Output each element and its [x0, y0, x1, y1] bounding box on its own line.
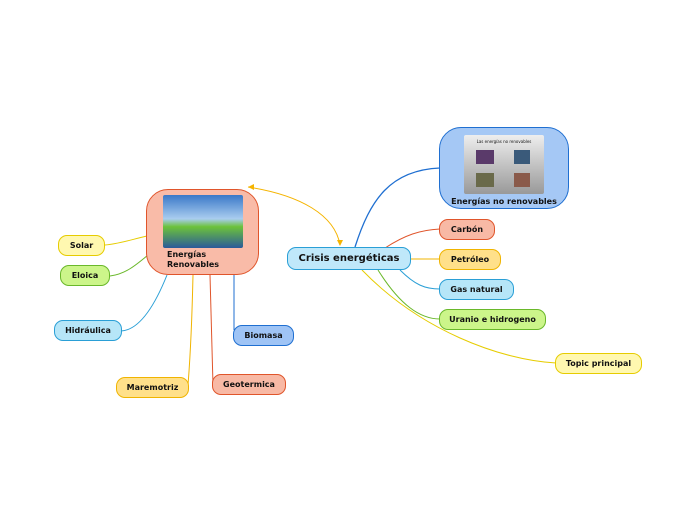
- no-renovables-label: Energías no renovables: [451, 196, 557, 206]
- subtopic-geotermica[interactable]: Geotermica: [212, 374, 286, 395]
- floating-topic[interactable]: Topic principal: [555, 353, 642, 374]
- subtopic-gas-natural[interactable]: Gas natural: [439, 279, 514, 300]
- renovables-image: [162, 195, 243, 248]
- topic-renovables[interactable]: Energías Renovables: [146, 189, 259, 275]
- subtopic-eloica[interactable]: Eloica: [60, 265, 110, 286]
- topic-no-renovables[interactable]: Las energías no renovables Energías no r…: [439, 127, 569, 209]
- subtopic-carbon[interactable]: Carbón: [439, 219, 495, 240]
- subtopic-uranio[interactable]: Uranio e hidrogeno: [439, 309, 546, 330]
- subtopic-solar[interactable]: Solar: [58, 235, 105, 256]
- image-caption: Las energías no renovables: [476, 138, 532, 144]
- no-renovables-image: Las energías no renovables: [464, 134, 544, 194]
- subtopic-biomasa[interactable]: Biomasa: [233, 325, 294, 346]
- subtopic-petroleo[interactable]: Petróleo: [439, 249, 501, 270]
- subtopic-maremotriz[interactable]: Maremotriz: [116, 377, 189, 398]
- central-topic[interactable]: Crisis energéticas: [287, 247, 411, 270]
- subtopic-hidraulica[interactable]: Hidráulica: [54, 320, 122, 341]
- renovables-label: Energías Renovables: [167, 250, 220, 269]
